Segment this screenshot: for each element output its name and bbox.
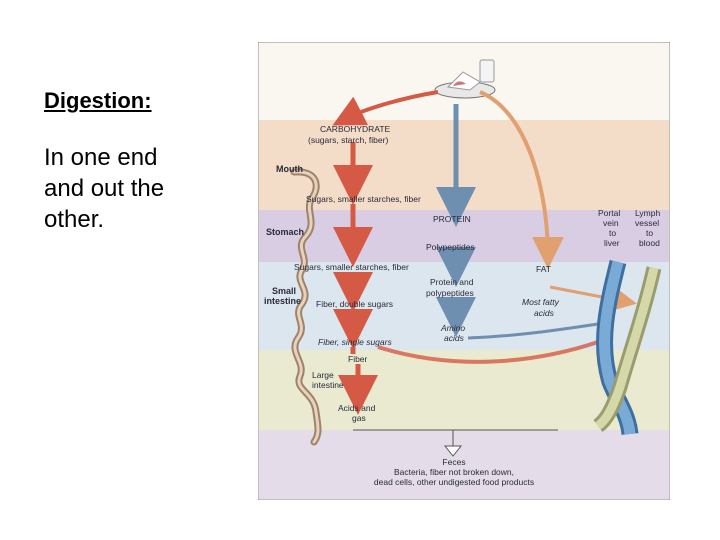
label-fat: FAT	[536, 264, 551, 274]
label-lymph-4: blood	[639, 238, 660, 248]
label-feces: Feces	[442, 457, 465, 467]
label-fatty-1: Most fatty	[522, 297, 560, 307]
label-mouth: Mouth	[276, 164, 303, 174]
band-feces	[259, 430, 669, 499]
label-portal-3: to	[609, 228, 616, 238]
label-fatty-2: acids	[534, 308, 555, 318]
label-stomach-output: Sugars, smaller starches, fiber	[294, 262, 409, 272]
body-line: In one end	[44, 144, 158, 171]
label-portal-4: liver	[604, 238, 620, 248]
label-carbohydrate: CARBOHYDRATE	[320, 124, 391, 134]
digestion-diagram: Mouth Stomach Small intestine Large inte…	[258, 42, 670, 500]
label-amino-1: Amino	[440, 323, 465, 333]
label-lymph-3: to	[646, 228, 653, 238]
label-carbohydrate-detail: (sugars, starch, fiber)	[308, 135, 388, 145]
label-small-1: Small	[272, 286, 296, 296]
body-line: other.	[44, 206, 105, 233]
label-portal-2: vein	[603, 218, 619, 228]
label-lymph-2: vessel	[635, 218, 659, 228]
label-mouth-output: Sugars, smaller starches, fiber	[306, 194, 421, 204]
label-small-2: intestine	[264, 296, 301, 306]
slide-body-text: In one end and out the other.	[44, 142, 234, 235]
label-large-2: intestine	[312, 380, 344, 390]
label-lymph-1: Lymph	[635, 208, 660, 218]
label-fiber: Fiber	[348, 354, 368, 364]
label-stomach: Stomach	[266, 227, 304, 237]
label-fiber-double: Fiber, double sugars	[316, 299, 393, 309]
label-protein-poly-2: polypeptides	[426, 288, 474, 298]
label-protein: PROTEIN	[433, 214, 471, 224]
label-amino-2: acids	[444, 333, 465, 343]
label-acids-gas-2: gas	[352, 413, 366, 423]
body-line: and out the	[44, 175, 165, 202]
amino-absorb-arrow	[467, 322, 599, 340]
label-feces-1: Bacteria, fiber not broken down,	[394, 467, 514, 477]
label-fiber-single: Fiber, single sugars	[318, 337, 392, 347]
label-polypeptides: Polypeptides	[426, 242, 475, 252]
label-large-1: Large	[312, 370, 334, 380]
fat-arrow	[479, 90, 564, 269]
label-feces-2: dead cells, other undigested food produc…	[374, 477, 534, 487]
carb-arrow-plate	[332, 90, 439, 126]
slide-title: Digestion:	[44, 88, 152, 113]
feces-arrow	[353, 429, 558, 447]
label-acids-gas-1: Acids and	[338, 403, 376, 413]
absorption-arrow	[377, 340, 599, 364]
label-portal-1: Portal	[598, 208, 620, 218]
label-protein-poly-1: Protein and	[430, 277, 474, 287]
